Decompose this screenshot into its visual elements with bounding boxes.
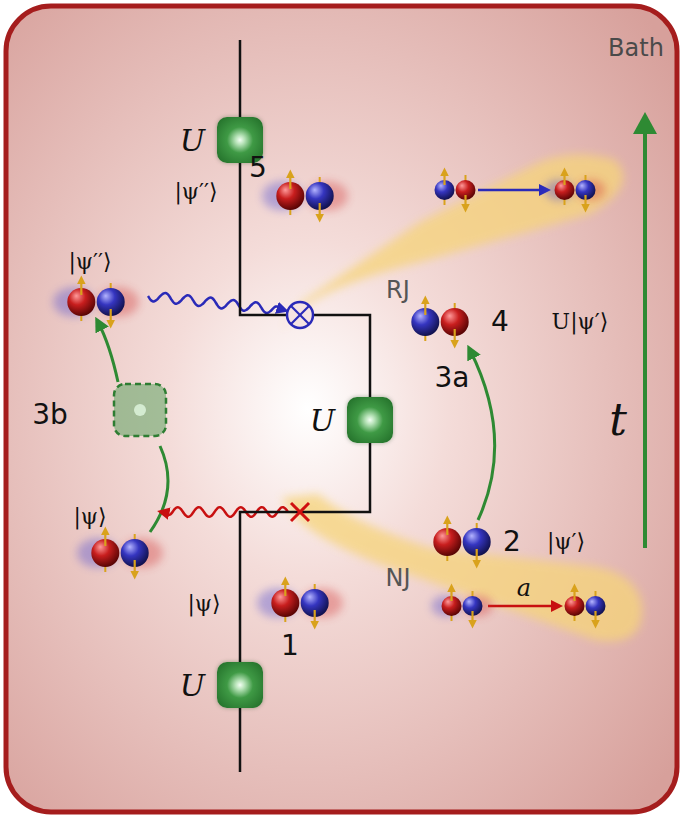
jump-detector xyxy=(287,302,313,328)
nj-band xyxy=(282,494,642,641)
jump-label: NJ xyxy=(385,565,410,591)
state-label: |ψ′′⟩ xyxy=(174,180,217,204)
dashed-unitary-box xyxy=(114,384,166,436)
spin-pair xyxy=(545,171,606,209)
jump-operator: a xyxy=(517,575,531,601)
state-label: |ψ′′⟩ xyxy=(68,250,111,274)
spin-pair xyxy=(53,279,138,325)
jump-label: RJ xyxy=(386,277,410,303)
time-arrow-head xyxy=(633,112,657,134)
step-number: 4 xyxy=(491,307,509,338)
state-label: |ψ′⟩ xyxy=(547,530,585,554)
spin-pair xyxy=(435,171,476,209)
rj-band xyxy=(282,154,623,330)
no-jump-cross xyxy=(291,503,309,521)
transition-arrow xyxy=(488,605,558,608)
state-label: |ψ⟩ xyxy=(187,592,220,616)
evolution-arrow xyxy=(470,350,495,520)
state-label: U|ψ′⟩ xyxy=(552,310,609,334)
time-evolution-line xyxy=(240,443,370,662)
step-number: 3a xyxy=(435,363,470,394)
time-evolution-line xyxy=(240,163,370,397)
box-glow xyxy=(134,404,146,416)
spin-pair xyxy=(77,530,162,576)
unitary-label: U xyxy=(310,404,335,437)
bath-frame xyxy=(6,6,677,812)
transition-arrow xyxy=(478,189,546,192)
spin-pair xyxy=(433,519,490,565)
state-label: |ψ⟩ xyxy=(73,505,106,529)
spin-pair xyxy=(432,587,493,625)
unitary-label: U xyxy=(180,669,205,702)
unitary-box: U xyxy=(347,397,393,443)
unitary-box: U xyxy=(217,662,263,708)
step-number: 3b xyxy=(32,400,68,431)
unitary-label: U xyxy=(180,124,205,157)
time-line xyxy=(239,708,242,772)
evolution-arrow xyxy=(98,322,118,382)
time-label: t xyxy=(609,396,627,444)
absorbed-photon xyxy=(148,293,284,313)
evolution-arrow xyxy=(150,446,168,532)
bath-label: Bath xyxy=(608,35,664,61)
spin-pair xyxy=(565,587,606,625)
step-number: 5 xyxy=(249,153,267,184)
step-number: 2 xyxy=(503,527,521,558)
step-number: 1 xyxy=(281,631,299,662)
spin-pair xyxy=(257,580,342,626)
time-line xyxy=(239,40,242,117)
spin-pair xyxy=(411,299,468,345)
time-arrow xyxy=(643,132,647,548)
spin-pair xyxy=(262,173,347,219)
